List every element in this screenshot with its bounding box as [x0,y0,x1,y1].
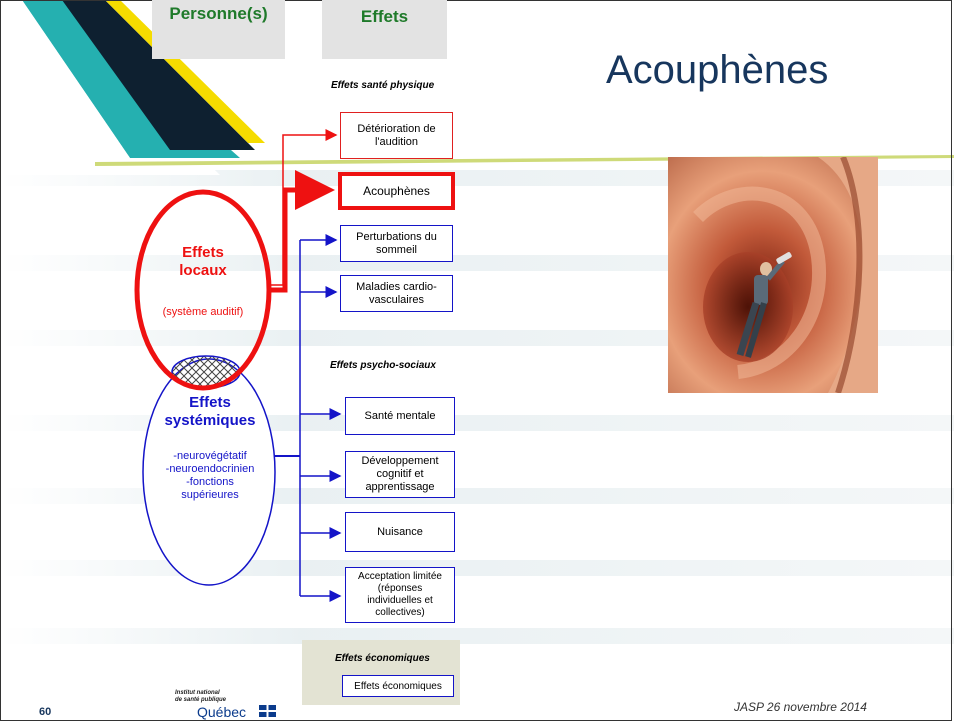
systemic-effects-title: Effets systémiques [140,394,280,430]
box-line: l'audition [374,135,419,148]
slide-title: Acouphènes [606,48,829,92]
systemic-item: supérieures [181,489,239,501]
systemic-item: -fonctions [186,476,234,488]
economic-section: Effets économiques Effets économiques [302,640,460,705]
systemic-effects-list: -neurovégétatif -neuroendocrinien -fonct… [140,450,280,502]
quebec-flag-icon [259,705,276,717]
header-effects-label: Effets [360,7,409,26]
header-persons-label: Personne(s) [169,4,268,23]
box-line: Détérioration de [357,122,436,135]
header-persons: Personne(s) [152,0,285,59]
footer-date: JASP 26 novembre 2014 [734,700,867,714]
local-ellipse [134,189,272,391]
box-economic: Effets économiques [342,675,454,697]
logo-word: Québec [197,704,247,720]
box-cardio: Maladies cardio-vasculaires [340,275,453,312]
box-line: apprentissage [365,481,435,493]
systemic-title-line2: systémiques [164,412,256,429]
box-line: Maladies cardio- [356,280,437,293]
systemic-item: -neuroendocrinien [165,463,255,475]
box-mental-health: Santé mentale [345,397,455,435]
figure-silhouette [736,252,792,358]
systemic-item: -neurovégétatif [173,450,247,462]
box-line: individuelles et [367,595,433,606]
local-effects-subtitle: (système auditif) [162,306,244,318]
section-economic: Effets économiques [335,653,430,664]
box-line: Perturbations du [356,230,437,243]
page-number: 60 [39,706,52,718]
box-line: sommeil [376,243,417,256]
inspq-logo: Institut national de santé publique Québ… [175,690,285,720]
ear-photo [668,157,878,393]
systemic-title-line1: Effets [189,394,231,411]
box-line: Développement [361,455,439,467]
box-acouphenes: Acouphènes [338,172,455,210]
local-effects-title: Effets locaux [150,244,256,280]
box-line: collectives) [375,607,425,618]
box-line: cognitif et [376,468,424,480]
section-psychosocial: Effets psycho-sociaux [330,360,436,371]
box-line: (réponses [377,583,423,594]
box-nuisance: Nuisance [345,512,455,552]
section-physical: Effets santé physique [331,80,435,91]
box-line: Acceptation limitée [358,571,442,582]
logo-line2: de santé publique [175,697,227,703]
header-effects: Effets [322,0,447,59]
box-line: vasculaires [368,293,424,306]
background-stripe [0,628,954,644]
local-title-line1: Effets [182,244,224,261]
local-title-line2: locaux [179,262,227,279]
logo-line1: Institut national [175,690,220,696]
